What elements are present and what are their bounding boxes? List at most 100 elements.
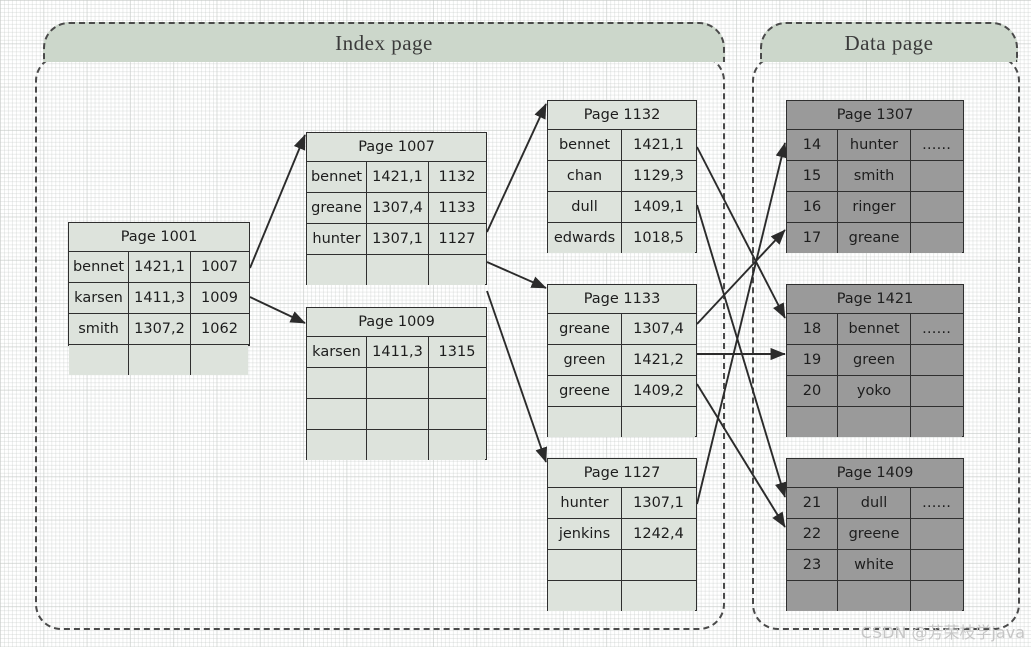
cell-more [911, 345, 962, 375]
cell-name: greene [838, 519, 911, 549]
table-row: 23 white [787, 550, 963, 581]
cell-name: yoko [838, 376, 911, 406]
cell-key: green [548, 345, 622, 375]
cell-rid [367, 368, 429, 398]
table-row: greane 1307,4 [548, 314, 696, 345]
table-row: greane 1307,4 1133 [307, 193, 486, 224]
cell-key [548, 581, 622, 611]
cell-key: bennet [548, 130, 622, 160]
cell-name [838, 581, 911, 611]
cell-ptr: 1127 [429, 224, 485, 254]
table-row [548, 550, 696, 581]
cell-more [911, 192, 962, 222]
cell-key [307, 430, 367, 460]
cell-rid: 1411,3 [367, 337, 429, 367]
index-page-banner: Index page [43, 22, 725, 62]
page-1127[interactable]: Page 1127 hunter 1307,1 jenkins 1242,4 [547, 458, 697, 611]
cell-rid [622, 581, 695, 611]
page-1007-title: Page 1007 [307, 133, 486, 162]
table-row [69, 345, 249, 375]
cell-rid: 1307,2 [129, 314, 191, 344]
cell-key: smith [69, 314, 129, 344]
cell-ptr: 1009 [191, 283, 248, 313]
page-1009[interactable]: Page 1009 karsen 1411,3 1315 [306, 307, 487, 460]
cell-key: greane [307, 193, 367, 223]
watermark: CSDN @芳荣枝学java [860, 623, 1025, 642]
table-row: 15 smith [787, 161, 963, 192]
cell-rid [367, 255, 429, 285]
page-1421[interactable]: Page 1421 18 bennet …… 19 green 20 yoko [786, 284, 964, 437]
page-1307-title: Page 1307 [787, 101, 963, 130]
table-row: dull 1409,1 [548, 192, 696, 223]
cell-more [911, 581, 962, 611]
cell-rowid: 15 [787, 161, 838, 191]
page-1001[interactable]: Page 1001 bennet 1421,1 1007 karsen 1411… [68, 222, 250, 375]
cell-key: bennet [69, 252, 129, 282]
cell-rowid: 16 [787, 192, 838, 222]
cell-rid: 1411,3 [129, 283, 191, 313]
table-row [548, 581, 696, 611]
cell-rowid [787, 407, 838, 437]
table-row [307, 368, 486, 399]
cell-name: white [838, 550, 911, 580]
cell-key [307, 255, 367, 285]
cell-ptr: 1132 [429, 162, 485, 192]
data-page-label: Data page [844, 30, 934, 55]
cell-rid [129, 345, 191, 375]
cell-rid: 1018,5 [622, 223, 695, 253]
table-row: chan 1129,3 [548, 161, 696, 192]
cell-key [548, 407, 622, 437]
cell-rid: 1307,4 [367, 193, 429, 223]
page-1133[interactable]: Page 1133 greane 1307,4 green 1421,2 gre… [547, 284, 697, 437]
table-row: bennet 1421,1 1007 [69, 252, 249, 283]
cell-ptr: 1007 [191, 252, 248, 282]
cell-rid: 1421,2 [622, 345, 695, 375]
table-row: 18 bennet …… [787, 314, 963, 345]
cell-key: edwards [548, 223, 622, 253]
cell-rid: 1307,4 [622, 314, 695, 344]
cell-more [911, 407, 962, 437]
cell-key: chan [548, 161, 622, 191]
cell-rid: 1242,4 [622, 519, 695, 549]
cell-more: …… [911, 130, 962, 160]
cell-more: …… [911, 488, 962, 518]
index-page-label: Index page [335, 30, 433, 55]
table-row: 16 ringer [787, 192, 963, 223]
cell-name [838, 407, 911, 437]
page-1007[interactable]: Page 1007 bennet 1421,1 1132 greane 1307… [306, 132, 487, 285]
page-1307[interactable]: Page 1307 14 hunter …… 15 smith 16 ringe… [786, 100, 964, 253]
cell-rowid: 22 [787, 519, 838, 549]
cell-name: hunter [838, 130, 911, 160]
cell-ptr: 1062 [191, 314, 248, 344]
cell-rid [622, 550, 695, 580]
table-row: greene 1409,2 [548, 376, 696, 407]
cell-key: dull [548, 192, 622, 222]
cell-rid: 1307,1 [622, 488, 695, 518]
page-1409[interactable]: Page 1409 21 dull …… 22 greene 23 white [786, 458, 964, 611]
cell-rowid: 18 [787, 314, 838, 344]
cell-rowid: 19 [787, 345, 838, 375]
table-row: 22 greene [787, 519, 963, 550]
table-row: jenkins 1242,4 [548, 519, 696, 550]
page-1133-title: Page 1133 [548, 285, 696, 314]
cell-rowid: 17 [787, 223, 838, 253]
cell-name: dull [838, 488, 911, 518]
cell-key: greene [548, 376, 622, 406]
cell-rid: 1421,1 [367, 162, 429, 192]
table-row: bennet 1421,1 1132 [307, 162, 486, 193]
cell-rid: 1129,3 [622, 161, 695, 191]
cell-key [307, 368, 367, 398]
page-1132[interactable]: Page 1132 bennet 1421,1 chan 1129,3 dull… [547, 100, 697, 253]
cell-ptr [429, 255, 485, 285]
cell-key: hunter [548, 488, 622, 518]
cell-ptr: 1133 [429, 193, 485, 223]
page-1421-title: Page 1421 [787, 285, 963, 314]
cell-more: …… [911, 314, 962, 344]
table-row: edwards 1018,5 [548, 223, 696, 253]
cell-key: hunter [307, 224, 367, 254]
cell-rid [367, 399, 429, 429]
cell-key: bennet [307, 162, 367, 192]
cell-key: jenkins [548, 519, 622, 549]
cell-more [911, 223, 962, 253]
cell-rowid: 21 [787, 488, 838, 518]
